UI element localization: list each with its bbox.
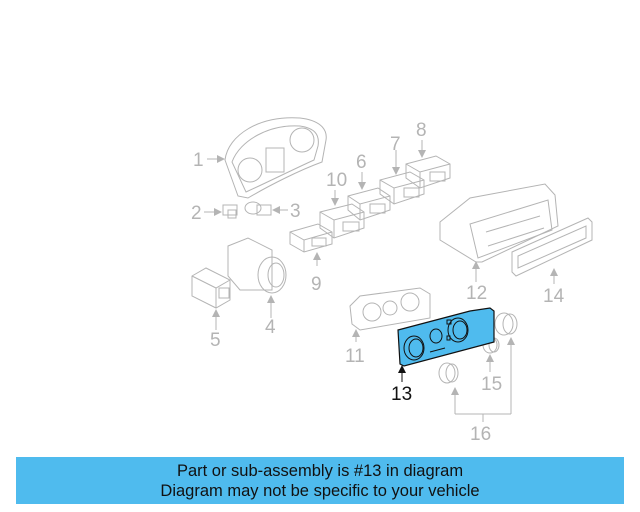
part-10-switch[interactable] — [319, 203, 365, 239]
callout-8[interactable]: 8 — [416, 120, 427, 141]
callout-6[interactable]: 6 — [356, 152, 367, 173]
part-7-switch[interactable] — [379, 171, 425, 205]
banner-part-note: Part or sub-assembly is #13 in diagram — [176, 462, 464, 480]
parts-diagram — [191, 117, 593, 422]
callout-1[interactable]: 1 — [193, 150, 204, 171]
part-1-instrument-cluster[interactable] — [224, 117, 327, 199]
info-banner: Part or sub-assembly is #13 in diagram D… — [16, 457, 624, 504]
callout-16[interactable]: 16 — [470, 424, 492, 445]
part-4-headlight-switch[interactable] — [227, 237, 287, 294]
part-12-climate-control-module[interactable] — [439, 183, 559, 263]
callout-14[interactable]: 14 — [543, 286, 565, 307]
callout-12[interactable]: 12 — [466, 283, 488, 304]
banner-disclaimer: Diagram may not be specific to your vehi… — [160, 482, 480, 500]
callout-4[interactable]: 4 — [265, 317, 276, 338]
part-3-sensor[interactable] — [244, 201, 272, 216]
callout-5[interactable]: 5 — [210, 330, 221, 351]
callout-3[interactable]: 3 — [290, 201, 301, 222]
part-16-knob-a[interactable] — [438, 362, 459, 384]
callout-9[interactable]: 9 — [311, 274, 322, 295]
part-8-switch[interactable] — [405, 155, 451, 189]
part-9-switch[interactable] — [289, 223, 333, 253]
part-2-connector[interactable] — [222, 204, 238, 219]
callout-7[interactable]: 7 — [390, 134, 401, 155]
callout-15[interactable]: 15 — [481, 374, 503, 395]
part-6-switch[interactable] — [347, 187, 391, 221]
callout-11[interactable]: 11 — [345, 346, 365, 367]
part-16-knob-b[interactable] — [494, 312, 518, 336]
part-11-climate-control-unit[interactable] — [349, 287, 431, 331]
part-13-control-panel-trim[interactable] — [397, 307, 495, 367]
part-5-small-switch[interactable] — [191, 267, 231, 309]
callout-10[interactable]: 10 — [326, 170, 348, 191]
callout-13[interactable]: 13 — [391, 384, 413, 405]
callout-2[interactable]: 2 — [191, 203, 202, 224]
part-14-trim-bezel[interactable] — [511, 217, 593, 277]
